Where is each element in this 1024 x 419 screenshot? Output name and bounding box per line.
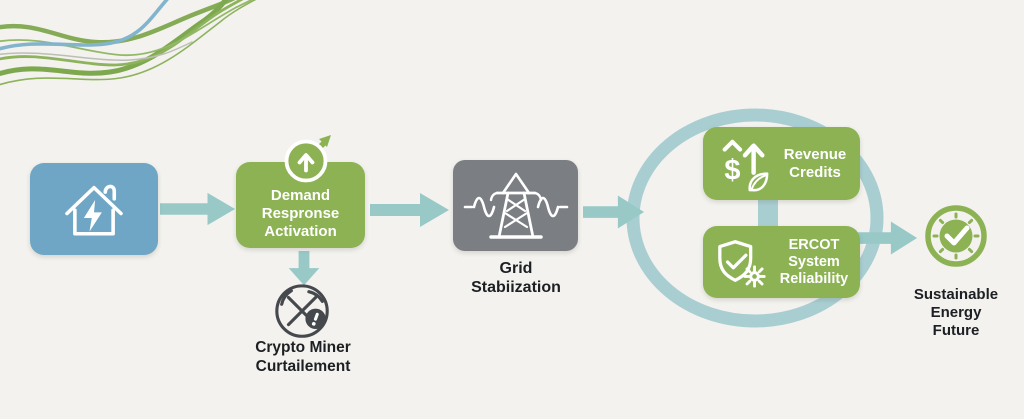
dollar-glyph: $ [724, 154, 740, 186]
flow-arrow-right-icon [856, 221, 918, 255]
pickaxes-alert-icon [275, 284, 329, 338]
crypto-curtailment-label: Crypto Miner Curtailement [255, 339, 351, 375]
grid-stabilization-node [453, 160, 578, 251]
home-energy-node [30, 163, 158, 255]
trend-up-circle-icon [284, 135, 331, 183]
demand-response-label: Demand Respronse Activation [261, 187, 340, 240]
dollar-growth-leaf-icon: $ [722, 139, 769, 191]
decorative-waves-icon [0, 0, 257, 86]
sustainable-future-label: Sustainable Energy Future [913, 286, 999, 339]
grid-stabilization-label: Grid Stabiization [471, 260, 561, 296]
house-lightning-icon [65, 184, 123, 236]
revenue-credits-node: $ Revenue Credits [703, 127, 860, 200]
transmission-tower-icon [463, 172, 568, 239]
flow-arrow-down-icon [288, 251, 320, 286]
revenue-credits-label: Revenue Credits [783, 145, 847, 181]
flow-arrow-right-icon [583, 195, 645, 229]
ercot-reliability-label: ERCOT System Reliability [779, 236, 849, 287]
sun-check-icon [925, 205, 987, 267]
demand-response-node: Demand Respronse Activation [236, 162, 365, 248]
ercot-reliability-node: ERCOT System Reliability [703, 226, 860, 298]
flow-arrow-right-icon [160, 192, 236, 226]
flow-arrow-right-icon [370, 193, 449, 227]
vertical-connector [758, 196, 778, 230]
shield-check-gear-icon [718, 240, 766, 288]
